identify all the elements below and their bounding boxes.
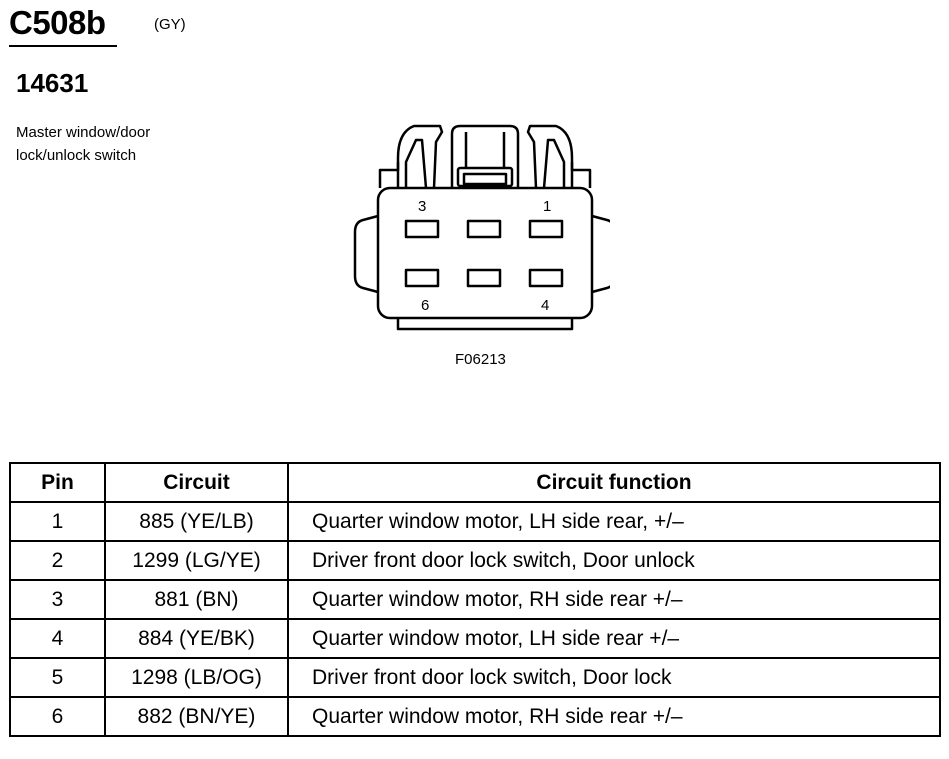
function-cell: Driver front door lock switch, Door unlo…: [287, 540, 941, 581]
circuit-cell: 882 (BN/YE): [104, 696, 289, 737]
connector-left-ear: [353, 214, 379, 294]
pin-label-6: 6: [421, 297, 429, 314]
header-pin: Pin: [9, 462, 106, 503]
pin-cell: 3: [9, 579, 106, 620]
pin-cavity-3: [404, 219, 440, 239]
right-latch-inner: [542, 138, 566, 189]
center-lock-ribs: [464, 132, 506, 168]
header-circuit: Circuit: [104, 462, 289, 503]
pin-cell: 5: [9, 657, 106, 698]
table-row: 1 885 (YE/LB) Quarter window motor, LH s…: [9, 501, 941, 542]
table-row: 5 1298 (LB/OG) Driver front door lock sw…: [9, 657, 941, 698]
connector-description: Master window/door lock/unlock switch: [16, 121, 216, 167]
function-cell: Quarter window motor, LH side rear, +/–: [287, 501, 941, 542]
figure-id: F06213: [455, 351, 506, 368]
pin-cell: 2: [9, 540, 106, 581]
pinout-table: Pin Circuit Circuit function 1 885 (YE/L…: [9, 462, 941, 737]
circuit-cell: 884 (YE/BK): [104, 618, 289, 659]
left-latch-inner: [404, 138, 428, 189]
connector-housing: [376, 186, 594, 320]
pin-cavity-1: [528, 219, 564, 239]
center-lock-tab: [462, 172, 508, 186]
connector-right-ear: [591, 214, 610, 294]
circuit-cell: 885 (YE/LB): [104, 501, 289, 542]
connector-id: C508b: [9, 4, 106, 41]
pin-label-4: 4: [541, 297, 549, 314]
function-cell: Driver front door lock switch, Door lock: [287, 657, 941, 698]
pin-cavity-2: [466, 219, 502, 239]
pin-cell: 1: [9, 501, 106, 542]
pin-cavity-5: [466, 268, 502, 288]
circuit-cell: 1299 (LG/YE): [104, 540, 289, 581]
center-lock: [450, 124, 520, 188]
table-row: 3 881 (BN) Quarter window motor, RH side…: [9, 579, 941, 620]
circuit-cell: 881 (BN): [104, 579, 289, 620]
pin-cell: 6: [9, 696, 106, 737]
table-header-row: Pin Circuit Circuit function: [9, 462, 941, 503]
connector-color: (GY): [154, 16, 186, 33]
center-lock-slot: [456, 166, 514, 188]
right-latch: [526, 124, 574, 189]
connector-face-diagram: 3 1 6 4: [353, 124, 610, 331]
pin-label-3: 3: [418, 198, 426, 215]
header-circuit-function: Circuit function: [287, 462, 941, 503]
table-row: 4 884 (YE/BK) Quarter window motor, LH s…: [9, 618, 941, 659]
description-line-2: lock/unlock switch: [16, 147, 137, 164]
pin-label-1: 1: [543, 198, 551, 215]
function-cell: Quarter window motor, RH side rear +/–: [287, 696, 941, 737]
pin-cell: 4: [9, 618, 106, 659]
circuit-cell: 1298 (LB/OG): [104, 657, 289, 698]
pin-cavity-6: [404, 268, 440, 288]
part-number: 14631: [16, 68, 89, 98]
left-latch: [396, 124, 444, 189]
function-cell: Quarter window motor, RH side rear +/–: [287, 579, 941, 620]
connector-id-underline: [9, 45, 117, 47]
pin-cavity-4: [528, 268, 564, 288]
function-cell: Quarter window motor, LH side rear +/–: [287, 618, 941, 659]
table-row: 6 882 (BN/YE) Quarter window motor, RH s…: [9, 696, 941, 737]
description-line-1: Master window/door: [16, 124, 151, 141]
connector-bottom-lip: [396, 318, 574, 331]
table-row: 2 1299 (LG/YE) Driver front door lock sw…: [9, 540, 941, 581]
